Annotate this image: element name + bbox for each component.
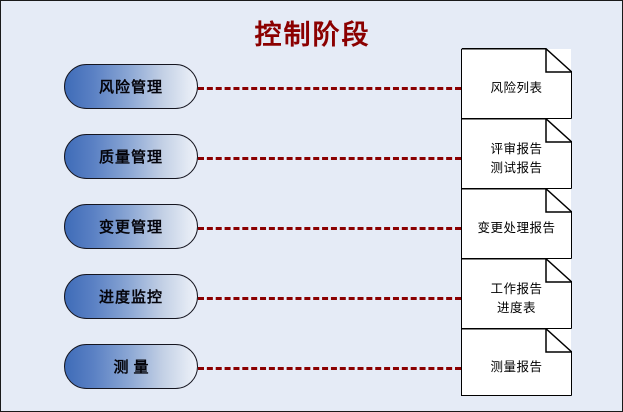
process-box-change-management[interactable]: 变更管理 bbox=[64, 204, 198, 249]
process-box-label: 变更管理 bbox=[98, 218, 163, 236]
process-box-measurement[interactable]: 测量 bbox=[64, 344, 198, 389]
connector-line-3 bbox=[198, 227, 461, 230]
document-text-block: 评审报告 测试报告 bbox=[490, 131, 542, 177]
process-box-progress-monitoring[interactable]: 进度监控 bbox=[64, 274, 198, 319]
process-box-label: 质量管理 bbox=[98, 148, 163, 166]
document-line: 评审报告 bbox=[490, 140, 543, 156]
document-text-block: 测量报告 bbox=[490, 349, 542, 376]
document-change-handling-report[interactable]: 变更处理报告 bbox=[461, 187, 572, 259]
document-text-block: 风险列表 bbox=[490, 70, 542, 97]
process-box-quality-management[interactable]: 质量管理 bbox=[64, 134, 198, 179]
document-line: 变更处理报告 bbox=[477, 220, 556, 235]
document-text-block: 工作报告 进度表 bbox=[490, 271, 542, 317]
document-line: 风险列表 bbox=[490, 80, 543, 95]
connector-line-2 bbox=[198, 157, 461, 160]
process-box-label: 测量 bbox=[113, 358, 154, 376]
connector-line-1 bbox=[198, 87, 461, 90]
connector-line-4 bbox=[198, 297, 461, 300]
document-line: 进度表 bbox=[496, 299, 536, 315]
document-line: 工作报告 bbox=[490, 280, 543, 296]
document-risk-list[interactable]: 风险列表 bbox=[461, 47, 572, 119]
connector-line-5 bbox=[198, 367, 461, 370]
process-box-label: 进度监控 bbox=[98, 288, 163, 306]
page-title: 控制阶段 bbox=[254, 20, 371, 51]
document-line: 测试报告 bbox=[490, 159, 543, 175]
document-review-test-report[interactable]: 评审报告 测试报告 bbox=[461, 117, 572, 189]
process-box-risk-management[interactable]: 风险管理 bbox=[64, 64, 198, 109]
document-text-block: 变更处理报告 bbox=[477, 210, 555, 237]
process-box-label: 风险管理 bbox=[98, 78, 163, 96]
document-work-report-schedule[interactable]: 工作报告 进度表 bbox=[461, 257, 572, 329]
document-line: 测量报告 bbox=[490, 358, 543, 374]
document-measurement-report[interactable]: 测量报告 bbox=[461, 327, 572, 396]
